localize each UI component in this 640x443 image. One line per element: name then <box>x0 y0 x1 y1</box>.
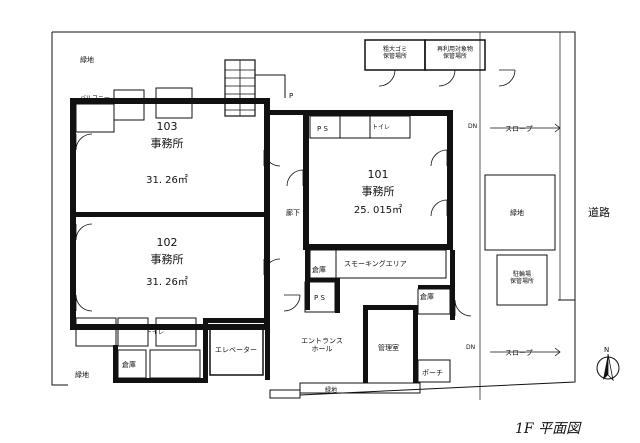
north-label: N <box>604 346 609 354</box>
labels: バルコニー バルコニー トイレ トイレ トイレ P S P P S 緑地 緑地 … <box>75 45 610 394</box>
slope-bottom-label: スロープ <box>505 349 533 357</box>
outer-walls <box>70 98 455 383</box>
corridor-label: 廊下 <box>286 208 300 217</box>
road-label: 道路 <box>588 205 610 219</box>
garbage-large-label: 粗大ゴミ保管場所 <box>383 45 407 60</box>
room-101: 101 事務所 25. 015㎡ <box>354 168 402 216</box>
room-101-number: 101 <box>368 168 389 181</box>
site-boundary <box>51 31 576 400</box>
room-102-number: 102 <box>157 236 178 249</box>
toilet-102-label: トイレ <box>146 329 164 336</box>
elevator-label: エレベーター <box>215 345 257 354</box>
slope-arrows <box>490 123 561 357</box>
room-103-name: 事務所 <box>151 136 184 150</box>
ps-lower-label: P S <box>314 294 325 302</box>
storage-b-label: 倉庫 <box>420 292 434 301</box>
green-bottom-left-label: 緑地 <box>75 370 89 379</box>
room-103: 103 事務所 31. 26㎡ <box>146 120 188 186</box>
dn-top-label: DN <box>468 123 477 130</box>
storage-c-label: 倉庫 <box>122 360 136 369</box>
manager-room-label: 管理室 <box>378 343 399 352</box>
balcony-top-label: バルコニー <box>80 95 110 102</box>
porch-label: ポーチ <box>422 369 443 377</box>
green-right-label: 緑地 <box>510 208 524 217</box>
garbage-recycle-label: 再利用対象物保管場所 <box>437 45 473 60</box>
room-102-area: 31. 26㎡ <box>146 276 188 288</box>
storage-a-label: 倉庫 <box>312 265 326 274</box>
room-103-number: 103 <box>157 120 178 133</box>
staircase <box>224 59 286 117</box>
north-arrow: N <box>596 346 620 382</box>
room-102: 102 事務所 31. 26㎡ <box>146 236 188 288</box>
balcony-bottom-label: バルコニー <box>78 324 108 331</box>
room-101-name: 事務所 <box>362 184 395 198</box>
green-top-left-label: 緑地 <box>80 55 94 64</box>
entrance-hall-label: エントランスホール <box>301 337 343 353</box>
elevator-shaft <box>209 324 264 376</box>
ps-top-label: P S <box>317 125 328 133</box>
room-103-area: 31. 26㎡ <box>146 174 188 186</box>
toilet-103-label: トイレ <box>146 99 164 106</box>
ps-mid-label: P <box>289 92 293 100</box>
floor-caption: 1F 平面図 <box>515 421 582 437</box>
room-102-name: 事務所 <box>151 252 184 266</box>
toilet-101-label: トイレ <box>372 124 390 131</box>
dn-bottom-label: DN <box>466 344 475 351</box>
room-101-area: 25. 015㎡ <box>354 204 402 216</box>
smoking-area-label: スモーキングエリア <box>344 259 407 268</box>
partitions <box>75 39 556 399</box>
green-bottom-label: 緑地 <box>325 386 337 394</box>
bike-storage-label: 駐輪場保管場所 <box>510 270 534 285</box>
slope-top-label: スロープ <box>505 125 533 133</box>
doors <box>75 69 516 317</box>
